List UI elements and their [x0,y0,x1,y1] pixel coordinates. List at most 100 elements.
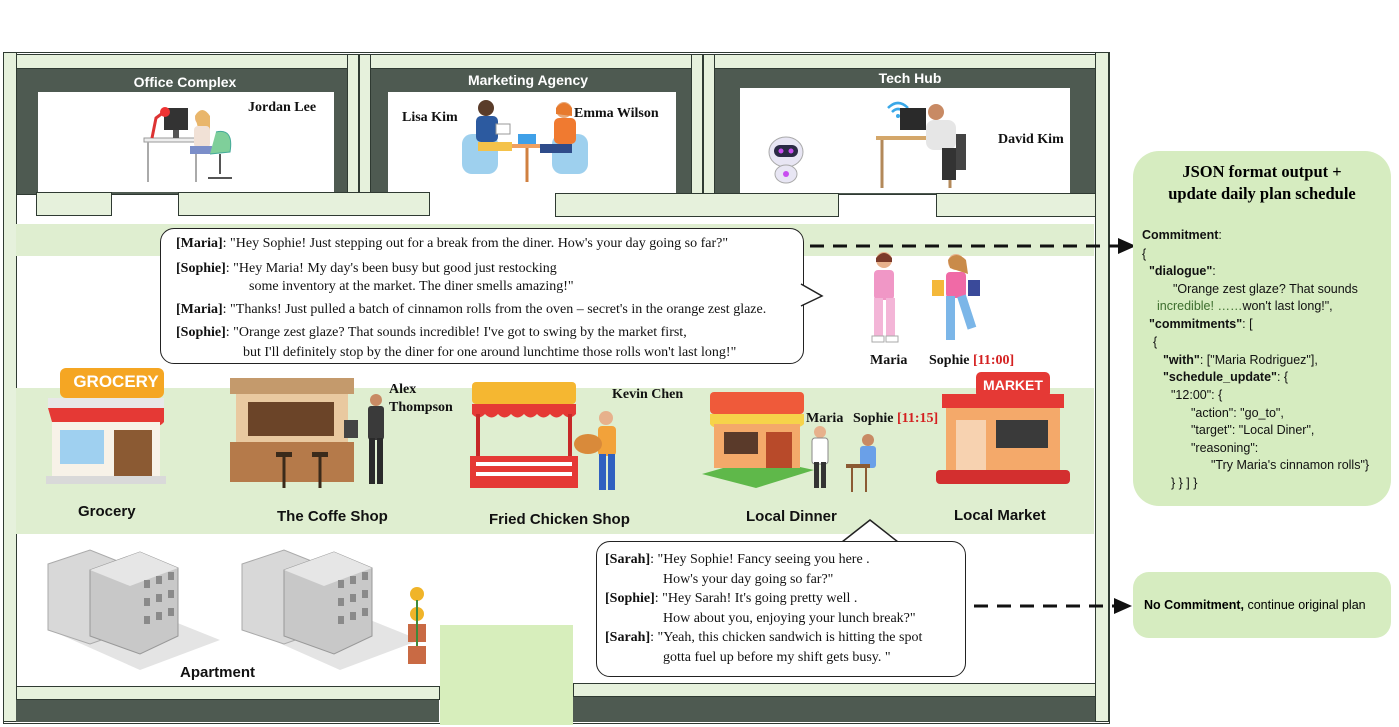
dialogue-line: [Sarah]: "Yeah, this chicken sandwich is… [605,630,923,645]
maria-walking-illustration [871,252,899,343]
monitor [164,108,188,130]
ledge [936,193,1096,217]
park-area [440,625,573,725]
fried-chicken-shop-illustration [470,382,616,490]
marketing-title: Marketing Agency [467,72,589,88]
street-maria-label: Maria [870,353,908,368]
office-worker-illustration [143,107,232,182]
lamp-head [160,107,170,117]
time-badge: [11:15] [896,411,939,426]
tech-monitor [900,108,926,130]
grocery-store-illustration [46,368,166,484]
marketing-person-left: Lisa Kim [402,110,458,125]
david-body [926,120,956,150]
chair [209,130,232,155]
map-right-rail [1095,52,1109,722]
tech-left-pillar [691,54,703,196]
no-commitment-text: No Commitment, continue original plan [1144,598,1366,612]
lisa-head [478,100,494,116]
dialogue-line: [Sophie]: "Hey Maria! My day's been busy… [176,261,557,276]
laptop [518,134,536,144]
json-code-block: Commitment: { "dialogue": "Orange zest g… [1142,228,1370,490]
diner-person2-label: Sophie [11:15] [853,411,939,426]
diner-person1-label: Maria [806,411,844,426]
office-title: Office Complex [133,74,237,90]
arrow-to-json-output [810,238,1136,254]
shop-label-grocery: Grocery [78,503,136,520]
coffee-shop-illustration [230,378,384,488]
no-commitment-panel [1133,572,1391,638]
dialogue-bubble-maria-sophie: [Maria]: "Hey Sophie! Just stepping out … [160,228,804,364]
lisa-legs [478,142,512,151]
dialogue-bubble-sarah-sophie: [Sarah]: "Hey Sophie! Fancy seeing you h… [596,541,966,677]
desk [143,137,201,143]
wifi-dot [896,114,900,118]
apartment-buildings-illustration [47,549,426,670]
monitor-stand [173,130,179,138]
ledge [36,192,112,216]
worker-legs [190,146,212,154]
tech-title: Tech Hub [878,70,942,86]
bottom-ledge-left [16,686,440,700]
bubble-tail [800,283,824,307]
robot-eye [788,148,794,154]
market-sign: MARKET [983,377,1043,393]
apartment-label: Apartment [180,664,256,681]
lisa-body [476,116,498,142]
shop-label-local-dinner: Local Dinner [746,508,837,525]
dialogue-line: [Maria]: "Hey Sophie! Just stepping out … [176,236,729,251]
dialogue-line: [Sophie]: "Hey Sarah! It's going pretty … [605,591,858,606]
time-badge: [11:00] [972,353,1015,368]
coffee-person-line2: Thompson [389,400,453,415]
dialogue-line: some inventory at the market. The diner … [249,279,574,294]
table [510,144,544,148]
dialogue-line: gotta fuel up before my shift gets busy.… [663,650,891,665]
emma-body [554,118,576,144]
robot-eye [778,148,784,154]
json-output-panel [1133,151,1391,506]
ledge [555,193,839,217]
json-panel-title-line2: update daily plan schedule [1168,184,1356,203]
street-sophie-label: Sophie [11:00] [929,353,1015,368]
map-top-beam [16,54,1096,69]
chicken-person-label: Kevin Chen [612,387,684,402]
emma-legs [540,144,572,153]
emma-hair [556,103,572,116]
bottom-ledge-right [573,683,1096,697]
tech-desk [876,136,956,140]
arrow-to-no-commitment [974,598,1132,614]
worker-body [194,126,210,148]
robot-face [774,145,798,157]
paper [495,123,511,135]
david-head [928,104,944,120]
shop-label-fried-chicken: Fried Chicken Shop [489,511,630,528]
local-market-illustration [936,372,1070,484]
marketing-meeting-illustration [462,100,588,182]
dialogue-line: but I'll definitely stop by the diner fo… [243,345,737,360]
coffee-person-line1: Alex [389,382,417,397]
tech-illustration [768,101,966,188]
bubble-tail [841,519,899,543]
marketing-person-right: Emma Wilson [574,106,659,121]
local-diner-illustration [702,392,876,492]
dialogue-line: [Sophie]: "Orange zest glaze? That sound… [176,325,687,340]
grocery-sign: GROCERY [73,372,159,391]
bottom-wall-left [16,700,439,722]
dialogue-line: [Sarah]: "Hey Sophie! Fancy seeing you h… [605,552,870,567]
marketing-left-pillar [347,54,359,196]
tech-person: David Kim [998,132,1064,147]
office-person: Jordan Lee [248,100,317,115]
shop-label-local-market: Local Market [954,507,1046,524]
david-legs [942,148,956,180]
dialogue-line: [Maria]: "Thanks! Just pulled a batch of… [176,302,767,317]
ledge [178,192,430,216]
sophie-walking-illustration [932,254,980,340]
dialogue-line: How about you, enjoying your lunch break… [663,611,916,626]
map-left-rail [3,52,17,722]
shop-label-coffee: The Coffe Shop [277,508,388,525]
tech-chair [956,134,966,170]
dialogue-line: How's your day going so far?" [663,572,834,587]
robot-light [783,171,789,177]
bottom-wall-right [573,697,1095,722]
json-panel-title-line1: JSON format output + [1182,162,1342,181]
